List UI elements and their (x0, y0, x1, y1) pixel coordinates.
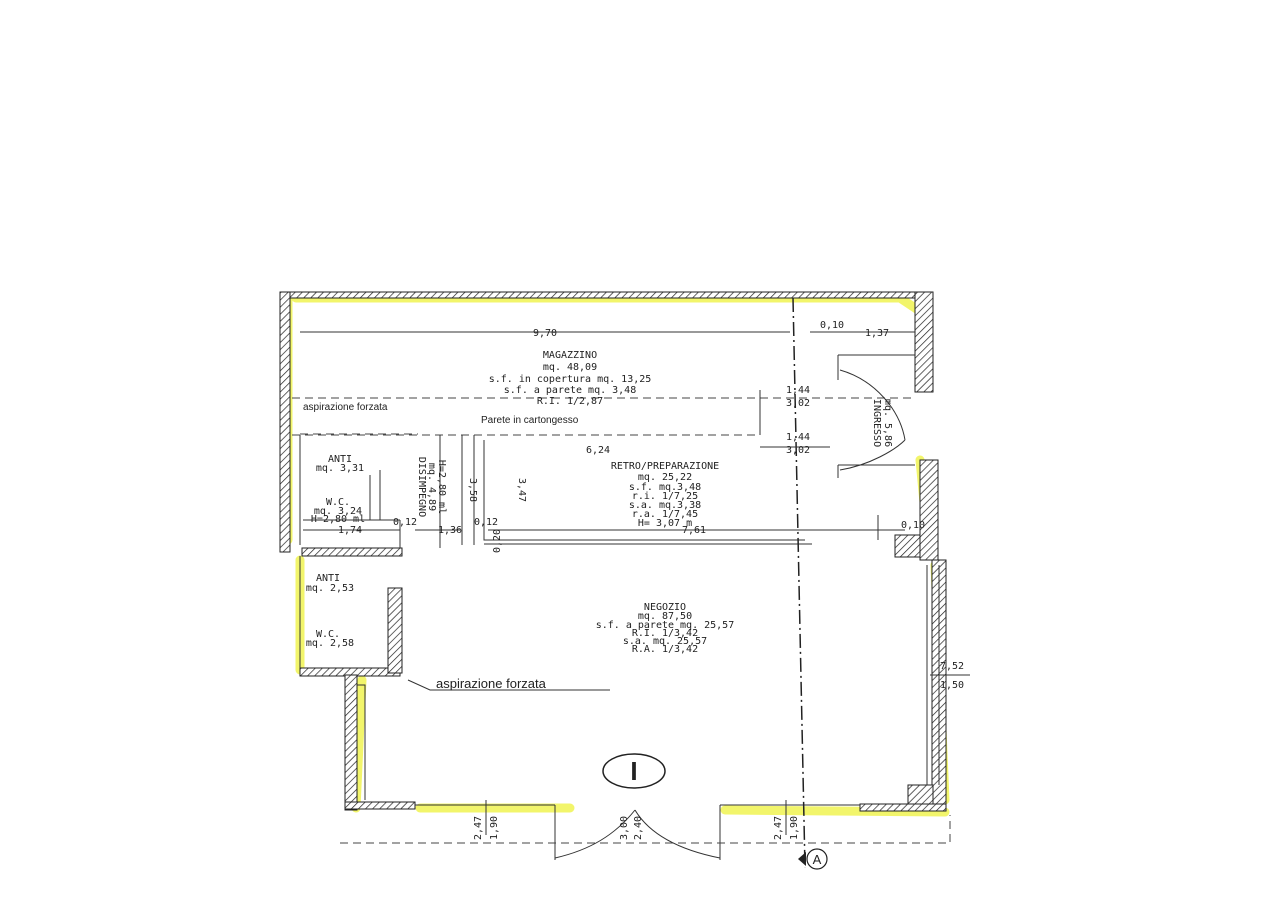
dimension-label: 0,12 (474, 517, 498, 528)
dimensions: 9,70 0,10 1,37 1,44 3,02 1,44 3,02 6,24 … (338, 320, 964, 840)
dimension-label: 1,36 (438, 525, 462, 536)
room-name: ANTI (328, 454, 352, 465)
room-detail: H=2,80 ml (311, 514, 365, 525)
room-detail: H= 3,07 m (638, 518, 692, 529)
dimension-label: 7,61 (682, 525, 706, 536)
room-detail: mq. 3,24 (314, 506, 362, 517)
room-name: W.C. (316, 629, 340, 640)
dimension-label: 1,90 (489, 816, 500, 840)
dimension-label: 3,02 (786, 398, 810, 409)
room-wc-1: W.C. mq. 3,24 H=2,80 ml (311, 497, 365, 525)
room-retro: RETRO/PREPARAZIONE mq. 25,22 s.f. mq.3,4… (611, 461, 719, 529)
dimension-label: 1,90 (789, 816, 800, 840)
room-detail: R.I. 1/2,87 (537, 396, 603, 407)
dimension-label: 1,44 (786, 432, 810, 443)
note-parete: Parete in cartongesso (481, 415, 579, 426)
room-name: DISIMPEGNO (416, 457, 427, 517)
dimension-label: 0,10 (901, 520, 925, 531)
room-detail: H=2,80 ml (436, 460, 447, 514)
room-negozio: NEGOZIO mq. 87,50 s.f. a parete mq. 25,5… (596, 602, 734, 655)
room-anti-1: ANTI mq. 3,31 (316, 454, 364, 474)
room-detail: mq. 25,22 (638, 472, 692, 483)
dimension-label: 2,47 (473, 816, 484, 840)
room-wc-2: W.C. mq. 2,58 (306, 629, 354, 649)
room-detail: mq. 4,89 (426, 463, 437, 511)
interior-lines (292, 297, 970, 869)
room-detail: mq. 48,09 (543, 362, 597, 373)
dimension-label: 9,70 (533, 328, 557, 339)
dimension-label: 1,37 (865, 328, 889, 339)
room-detail: mq. 87,50 (638, 611, 692, 622)
dimension-label: 0,10 (820, 320, 844, 331)
room-detail: r.i. 1/7,25 (632, 491, 698, 502)
room-ingresso: INGRESSO mq. 5,86 (871, 399, 893, 447)
walls (279, 291, 947, 812)
room-detail: r.a. 1/7,45 (632, 509, 698, 520)
room-detail: s.f. a parete mq. 3,48 (504, 385, 636, 396)
section-label: A (813, 852, 822, 867)
dimension-label: 0,12 (393, 517, 417, 528)
note-aspirazione-top: aspirazione forzata (303, 402, 388, 413)
room-detail: s.f. a parete mq. 25,57 (596, 620, 734, 631)
room-detail: s.f. mq.3,48 (629, 482, 701, 493)
dimension-label: 3,00 (619, 816, 630, 840)
room-anti-2: ANTI mq. 2,53 (306, 573, 354, 594)
unit-label: I (630, 756, 637, 786)
dimension-label: 1,74 (338, 525, 362, 536)
dimension-label: 3,58 (467, 478, 478, 502)
room-name: INGRESSO (871, 399, 882, 447)
dimension-label: 7,52 (940, 661, 964, 672)
unit-marker: I (602, 753, 666, 789)
room-name: NEGOZIO (644, 602, 686, 613)
dimension-label: 3,02 (786, 445, 810, 456)
room-detail: mq. 2,58 (306, 638, 354, 649)
dimension-label: 2,40 (633, 816, 644, 840)
room-detail: s.a. mq. 25,57 (623, 636, 707, 647)
dimension-label: 1,44 (786, 385, 810, 396)
room-disimpegno: DISIMPEGNO mq. 4,89 H=2,80 ml (416, 457, 447, 517)
room-detail: mq. 2,53 (306, 583, 354, 594)
dimension-label: 0,20 (492, 529, 503, 553)
room-detail: R.A. 1/3,42 (632, 644, 698, 655)
note-aspirazione-bottom: aspirazione forzata (436, 676, 547, 691)
room-name: RETRO/PREPARAZIONE (611, 461, 719, 472)
room-detail: R.I. 1/3,42 (632, 628, 698, 639)
dimension-label: 1,50 (940, 680, 964, 691)
room-magazzino: MAGAZZINO mq. 48,09 s.f. in copertura mq… (489, 350, 652, 407)
dimension-label: 2,47 (773, 816, 784, 840)
room-detail: mq. 3,31 (316, 463, 364, 474)
dimension-label: 6,24 (586, 445, 610, 456)
section-marker: A (798, 848, 828, 870)
room-detail: s.f. in copertura mq. 13,25 (489, 374, 652, 385)
room-name: ANTI (316, 573, 340, 584)
room-detail: mq. 5,86 (882, 399, 893, 447)
room-detail: s.a. mq.3,38 (629, 500, 701, 511)
dimension-label: 3,47 (516, 478, 527, 502)
room-name: MAGAZZINO (543, 350, 597, 361)
room-name: W.C. (326, 497, 350, 508)
